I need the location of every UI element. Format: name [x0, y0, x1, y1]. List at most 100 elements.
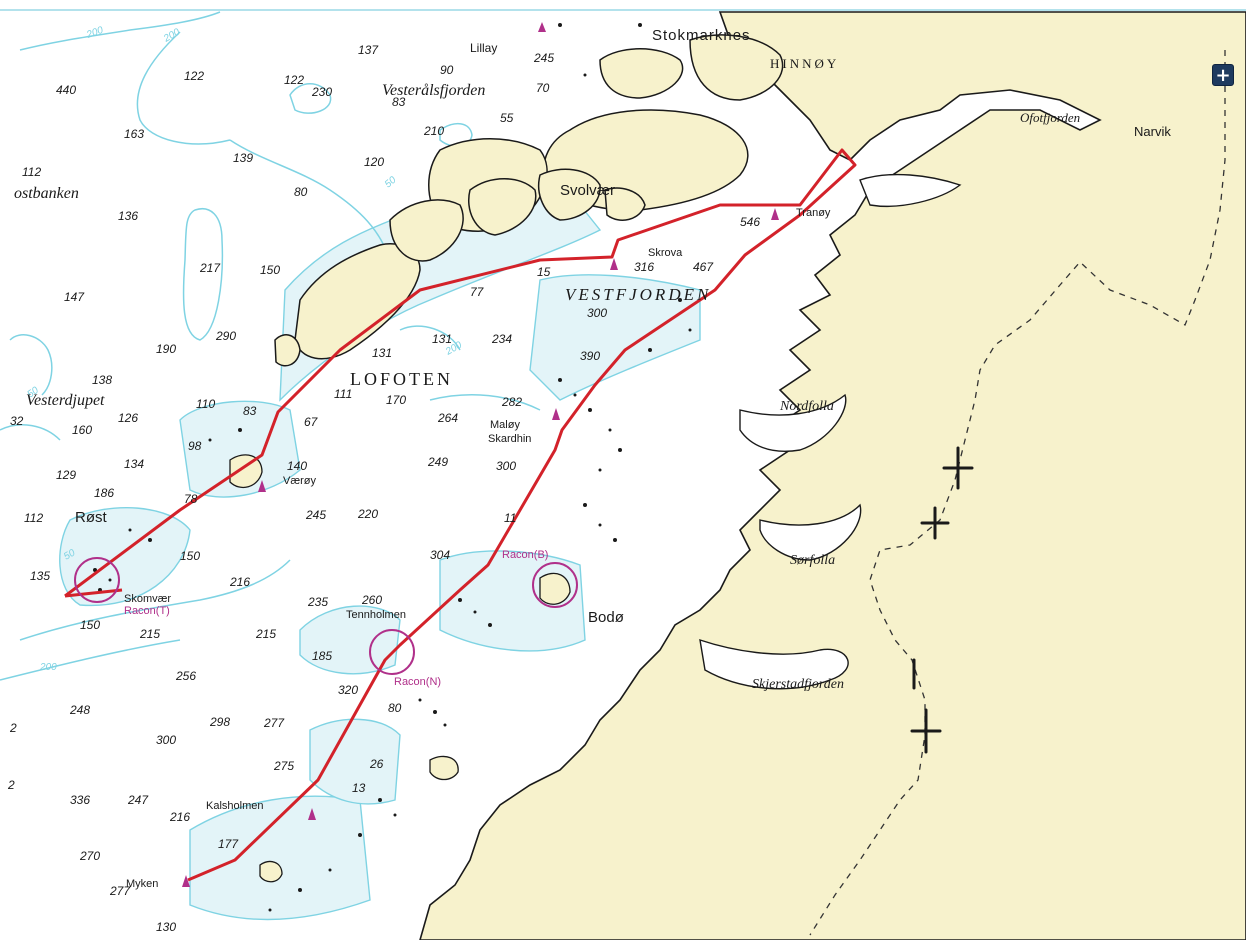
- depth-sounding: 80: [294, 185, 308, 199]
- racon-t-label: Racon(T): [124, 605, 170, 617]
- depth-sounding: 256: [175, 669, 196, 683]
- racon-b-circle: [532, 562, 578, 608]
- place-myken: Myken: [126, 878, 158, 890]
- depth-sounding: 150: [180, 549, 200, 563]
- mainland: [419, 11, 1246, 940]
- depth-sounding: 2: [7, 778, 15, 792]
- light-marker-icon: [538, 22, 546, 32]
- depth-sounding: 185: [312, 649, 332, 663]
- depth-sounding: 150: [80, 618, 100, 632]
- fjords: [699, 173, 962, 690]
- depth-sounding: 67: [304, 415, 319, 429]
- region-lofoten: LOFOTEN: [350, 369, 453, 389]
- depth-sounding: 134: [124, 457, 144, 471]
- depth-sounding: 110: [196, 397, 215, 411]
- light-marker-icon: [258, 480, 266, 492]
- depth-sounding: 282: [501, 395, 522, 409]
- water-ostbanken: ostbanken: [14, 185, 79, 202]
- depth-sounding: 15: [537, 265, 551, 279]
- water-vesterdjupet: Vesterdjupet: [26, 392, 105, 409]
- racon-labels: Racon(T) Racon(B) Racon(N): [124, 549, 548, 688]
- depth-sounding: 83: [392, 95, 406, 109]
- depth-sounding: 55: [500, 111, 514, 125]
- depth-sounding: 300: [587, 306, 607, 320]
- place-svolvaer: Svolvær: [560, 182, 615, 199]
- contour-label: 50: [62, 547, 78, 562]
- border-line: [809, 50, 1226, 936]
- depth-sounding: 336: [70, 793, 90, 807]
- light-marker-icon: [182, 875, 190, 887]
- light-marker-icon: [771, 208, 779, 220]
- depth-sounding: 234: [491, 332, 512, 346]
- depth-sounding: 275: [273, 759, 294, 773]
- place-tranoy: Tranøy: [796, 207, 831, 219]
- depth-sounding: 298: [209, 715, 230, 729]
- region-names: HINNØY LOFOTEN VESTFJORDEN: [350, 56, 839, 389]
- depth-sounding: 160: [72, 423, 92, 437]
- border-crosses: [910, 446, 974, 754]
- place-kalsholmen: Kalsholmen: [206, 800, 263, 812]
- depth-sounding: 186: [94, 486, 114, 500]
- small-islands: [229, 454, 571, 883]
- water-ofotfjorden: Ofotfjorden: [1020, 110, 1080, 125]
- route: [64, 148, 857, 882]
- depth-sounding: 277: [263, 716, 285, 730]
- water-sorfolla: Sørfolla: [790, 553, 835, 568]
- depth-sounding: 111: [334, 387, 352, 401]
- depth-sounding: 136: [118, 209, 138, 223]
- place-skomvaer: Skomvær: [124, 593, 171, 605]
- depth-sounding: 467: [693, 260, 714, 274]
- depth-sounding: 163: [124, 127, 144, 141]
- depth-sounding: 190: [156, 342, 176, 356]
- depth-sounding: 546: [740, 215, 760, 229]
- depth-sounding: 216: [229, 575, 250, 589]
- light-marker-icon: [552, 408, 560, 420]
- depth-sounding: 215: [139, 627, 160, 641]
- depth-sounding: 216: [169, 810, 190, 824]
- place-narvik: Narvik: [1134, 124, 1171, 139]
- depth-sounding: 122: [184, 69, 204, 83]
- depth-sounding: 80: [388, 701, 402, 715]
- racon-b-label: Racon(B): [502, 549, 548, 561]
- depth-sounding: 245: [305, 508, 326, 522]
- depth-soundings: 137 90 245 70 440 122 122 230 83 55 163 …: [7, 43, 760, 934]
- zoom-in-button[interactable]: +: [1212, 64, 1234, 86]
- place-maloy: Maløy: [490, 419, 520, 431]
- depth-sounding: 177: [218, 837, 239, 851]
- depth-sounding: 90: [440, 63, 454, 77]
- plus-icon: +: [1215, 65, 1231, 86]
- depth-sounding: 320: [338, 683, 358, 697]
- racon-t-circle: [74, 557, 120, 603]
- depth-sounding: 235: [307, 595, 328, 609]
- racon-markers: [74, 557, 578, 675]
- shallow-water: [59, 179, 701, 921]
- depth-sounding: 147: [64, 290, 85, 304]
- depth-sounding: 290: [215, 329, 236, 343]
- depth-sounding: 390: [580, 349, 600, 363]
- depth-contours: [0, 11, 541, 681]
- place-stokmarknes: Stokmarknes: [652, 27, 751, 44]
- water-names: Vesterålsfjorden ostbanken Vesterdjupet …: [14, 82, 1080, 692]
- depth-sounding: 26: [369, 757, 384, 771]
- depth-sounding: 130: [156, 920, 176, 934]
- place-tennholmen: Tennholmen: [346, 609, 406, 621]
- depth-sounding: 120: [364, 155, 384, 169]
- depth-sounding: 98: [188, 439, 202, 453]
- depth-sounding: 304: [430, 548, 450, 562]
- depth-sounding: 270: [79, 849, 100, 863]
- depth-sounding: 112: [22, 165, 41, 179]
- skerries: [93, 23, 692, 912]
- depth-sounding: 220: [357, 507, 378, 521]
- depth-sounding: 11: [504, 511, 516, 525]
- depth-sounding: 247: [127, 793, 149, 807]
- light-markers: [182, 22, 779, 887]
- depth-sounding: 77: [470, 285, 485, 299]
- region-hinnoy: HINNØY: [770, 56, 839, 71]
- depth-sounding: 122: [284, 73, 304, 87]
- water-vesteralsfjorden: Vesterålsfjorden: [382, 82, 485, 99]
- water-skjerstadfjorden: Skjerstadfjorden: [752, 677, 844, 692]
- depth-sounding: 316: [634, 260, 654, 274]
- depth-sounding: 248: [69, 703, 90, 717]
